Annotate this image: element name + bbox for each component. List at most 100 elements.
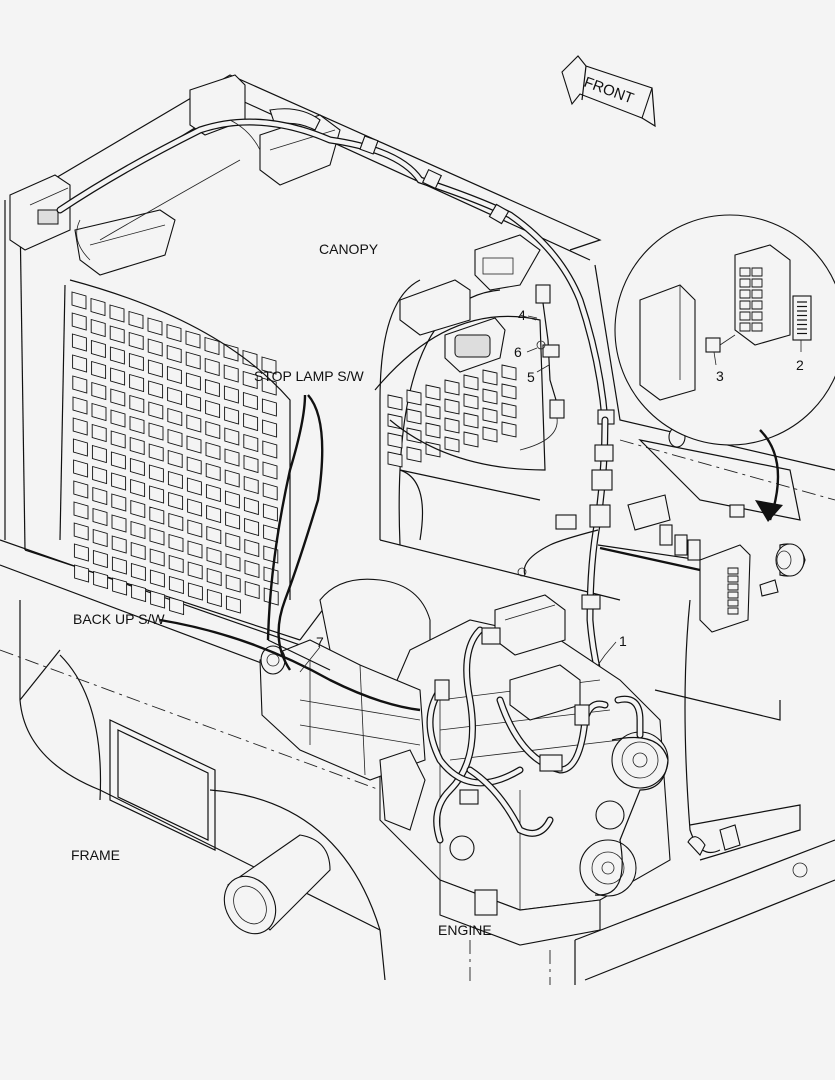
grille-slot [187, 498, 203, 517]
grille-slot [225, 574, 241, 593]
fuse-slot [739, 289, 751, 299]
rear-grille-right [387, 364, 517, 468]
grille-slot [205, 441, 221, 461]
grille-slot [167, 449, 183, 469]
grille-slot [204, 378, 220, 398]
grille-slot [147, 317, 163, 336]
leader-lines [299, 315, 617, 673]
detail-inset [614, 214, 835, 522]
canopy-label: CANOPY [319, 241, 379, 257]
grille-frame-left [69, 279, 291, 600]
grille-slot [463, 431, 479, 448]
grille-slot [167, 470, 183, 490]
grille-slot [147, 338, 163, 357]
grille-slot [187, 561, 203, 580]
grille-slot [71, 333, 87, 352]
grille-slot [149, 548, 165, 567]
grille-slot [73, 480, 89, 499]
grille-slot [225, 553, 241, 572]
grille-slot [186, 414, 202, 433]
grille-slot [262, 419, 278, 438]
grille-slot [129, 415, 145, 435]
grille-slot [243, 475, 259, 495]
grille-slot [185, 351, 201, 370]
grille-slot [387, 394, 403, 411]
callout-7: 7 [316, 634, 324, 650]
grille-slot [90, 339, 106, 359]
grille-slot [444, 379, 460, 396]
grille-slot [168, 512, 184, 532]
grille-slot [482, 369, 498, 386]
grille-slot [72, 396, 88, 415]
grille-slot [111, 493, 127, 512]
fuse-box-slot [727, 607, 739, 615]
engine-label: ENGINE [438, 922, 492, 938]
grille-slot [406, 408, 422, 425]
connector-parts-4-5-6 [519, 284, 565, 451]
grille-slot [168, 491, 184, 511]
engine-assembly [259, 578, 671, 946]
grille-slot [109, 346, 125, 365]
grille-slot [92, 465, 108, 485]
grille-slot [109, 304, 125, 323]
grille-slot [148, 380, 164, 399]
grille-slot [224, 469, 240, 488]
fuse-slot [751, 278, 763, 288]
grille-slot [111, 514, 127, 533]
grille-slot [169, 596, 185, 616]
grille-slot [91, 423, 107, 443]
grille-slot [148, 464, 164, 483]
grille-slot [168, 554, 184, 574]
fuse-box-slot [727, 599, 739, 607]
front-arrow: FRONT [561, 55, 656, 128]
grille-slot [149, 569, 165, 588]
grille-slot [244, 517, 260, 537]
grille-slot [149, 506, 165, 525]
grille-slot [72, 375, 88, 394]
grille-slot [71, 312, 87, 331]
grille-slot [501, 421, 517, 438]
grille-slot [110, 367, 126, 386]
grille-slot [482, 407, 498, 424]
grille-slot [204, 357, 220, 377]
grille-slot [242, 370, 258, 390]
frame-outline [0, 539, 835, 985]
grille-slot [224, 448, 240, 467]
grille-slot [148, 422, 164, 441]
grille-slot [129, 394, 145, 414]
grille-slot [90, 318, 106, 338]
grille-slot [205, 399, 221, 419]
grille-slot [263, 524, 279, 543]
grille-slot [72, 417, 88, 436]
grille-slot [501, 402, 517, 419]
grille-slot [92, 507, 108, 527]
grille-slot [186, 456, 202, 475]
grille-slot [166, 344, 182, 364]
grille-slot [261, 398, 277, 417]
grille-slot [187, 519, 203, 538]
fuse-box-slot [727, 575, 739, 583]
grille-slot [187, 582, 203, 601]
fuse-slot [739, 311, 751, 321]
grille-slot [185, 372, 201, 391]
grille-slot [204, 336, 220, 356]
fuse-slot [739, 300, 751, 310]
grille-slot [187, 540, 203, 559]
grille-slot [225, 532, 241, 551]
grille-slot [130, 499, 146, 519]
grille-slot [185, 330, 201, 349]
grille-slot [111, 535, 127, 554]
grille-slot [130, 541, 146, 561]
grille-slot [223, 364, 239, 383]
callout-5: 5 [527, 369, 535, 385]
grille-slot [444, 436, 460, 453]
grille-slot [224, 406, 240, 425]
grille-slot [244, 580, 260, 600]
grille-slot [444, 398, 460, 415]
grille-slot [444, 417, 460, 434]
grille-slot [225, 511, 241, 530]
callout-1: 1 [619, 633, 627, 649]
grille-slot [91, 402, 107, 422]
